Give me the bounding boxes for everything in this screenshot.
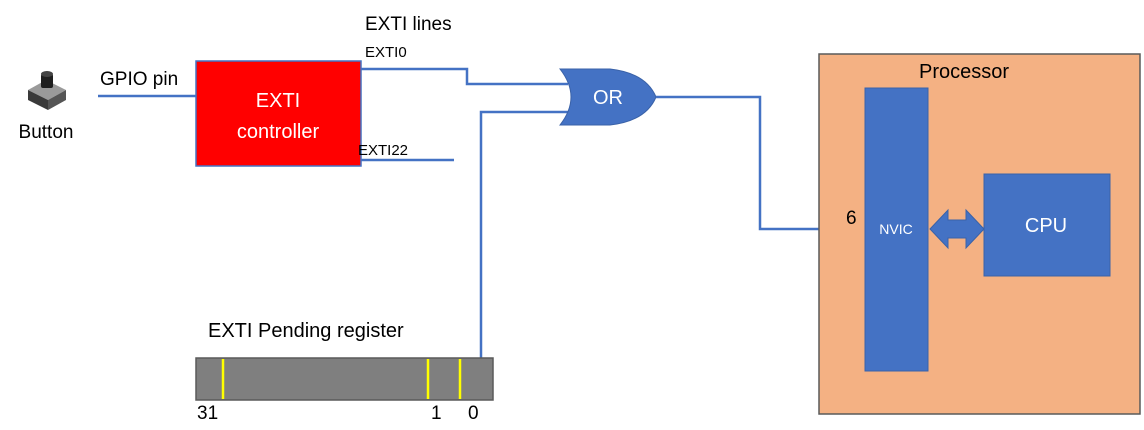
nvic-box: [864, 87, 929, 372]
bit-0-label: 0: [468, 403, 479, 424]
pending-register-bar: [195, 357, 494, 401]
exti0-wire: [361, 67, 568, 86]
push-button-icon: [28, 71, 66, 110]
button-label: Button: [19, 122, 74, 143]
or-gate: [558, 68, 657, 126]
or-gate-label: OR: [593, 87, 623, 109]
exti-controller-label-line1: EXTI: [256, 90, 300, 112]
nvic-label: NVIC: [879, 221, 912, 237]
pending-to-or-wire: [479, 110, 568, 358]
exti-controller-label-line2: controller: [237, 121, 320, 143]
bit-1-label: 1: [431, 403, 442, 424]
nvic-input-number: 6: [846, 208, 857, 229]
cpu-label: CPU: [1025, 215, 1067, 237]
gpio-pin-label: GPIO pin: [100, 69, 178, 90]
pending-register-label: EXTI Pending register: [208, 320, 404, 342]
exti22-label: EXTI22: [358, 142, 408, 159]
or-to-nvic-wire: [656, 95, 858, 231]
exti0-label: EXTI0: [365, 44, 407, 61]
bit-31-label: 31: [197, 403, 218, 424]
exti-lines-label: EXTI lines: [365, 14, 452, 35]
exti-controller-box: [195, 60, 362, 167]
cpu-box: [983, 173, 1111, 277]
processor-label: Processor: [919, 61, 1009, 83]
